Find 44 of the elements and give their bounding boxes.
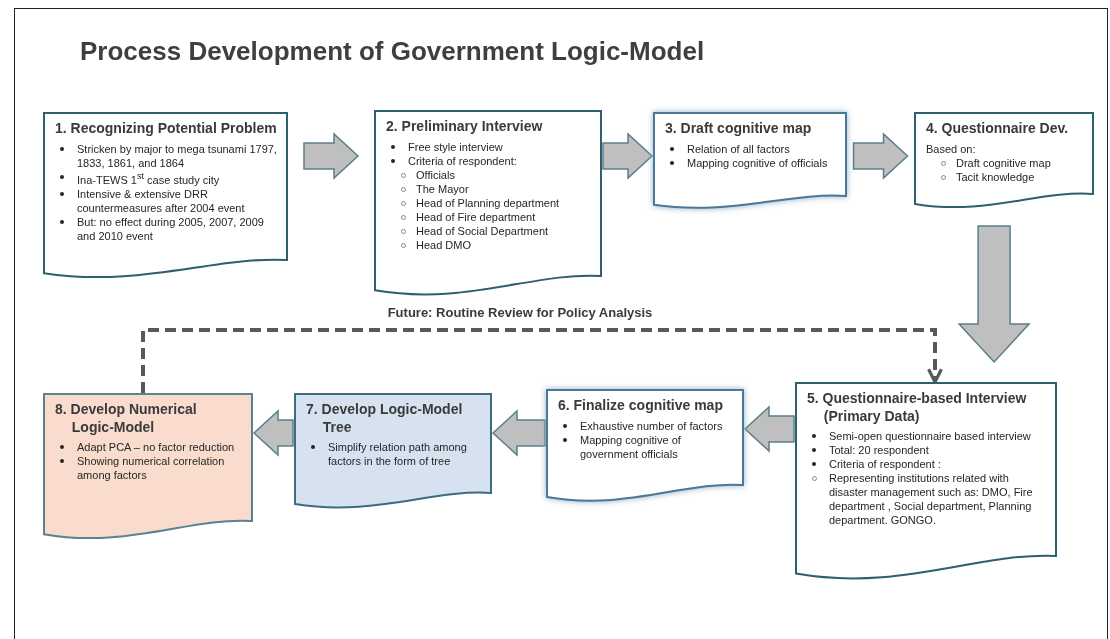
bullet-item: Head of Fire department (386, 209, 592, 224)
step-heading: 6. Finalize cognitive map (558, 397, 724, 415)
bullet-item: Total: 20 respondent (807, 443, 1047, 457)
block-arrow (743, 405, 795, 453)
step-heading: 1. Recognizing Potential Problem (55, 120, 278, 138)
step-heading: 3. Draft cognitive map (665, 120, 813, 138)
intro-text: Based on: (926, 141, 977, 156)
bullet-item: Head of Planning department (386, 195, 592, 210)
bullet-item: Intensive & extensive DRR countermeasures after 2004 event (55, 187, 278, 216)
bullet-item: Mapping cognitive of officials (665, 155, 837, 170)
block-arrow (957, 225, 1031, 364)
step-heading: 4. Questionnaire Dev. (926, 120, 1070, 138)
document-shape (653, 112, 847, 212)
bullet-item: Free style interview (386, 139, 592, 154)
bullet-item: But: no effect during 2005, 2007, 2009 and 2010 event (55, 215, 278, 244)
bullet-item: Stricken by major to mega tsunami 1797, 1833, 1861, and 1864 (55, 141, 278, 170)
bullet-item: Mapping cognitive of government officials (558, 432, 734, 461)
bullet-item: Draft cognitive map (926, 155, 1084, 170)
bullet-item: Criteria of respondent : (807, 457, 1047, 471)
step-heading: 5. Questionnaire-based Interview (Primary Data) (807, 390, 1028, 425)
bullet-item: Relation of all factors (665, 141, 837, 156)
dashed-arrow (141, 328, 943, 393)
bullet-item: Officials (386, 167, 592, 182)
block-arrow (491, 409, 546, 457)
block-arrow (252, 409, 294, 457)
step-heading: 2. Preliminary Interview (386, 118, 544, 136)
bullet-item: Head DMO (386, 237, 592, 252)
block-arrow (303, 132, 360, 180)
bullet-item: Showing numerical correlation among factors (55, 454, 243, 482)
bullet-item: Representing institutions related with disaster management such as: DMO, Fire department , Social department, Planning department. GONGO. (807, 471, 1047, 527)
block-arrow (602, 132, 654, 180)
step-heading: 7. Develop Logic-Model Tree (306, 401, 464, 436)
bullet-item: Criteria of respondent: (386, 153, 592, 168)
bullet-item: The Mayor (386, 181, 592, 196)
diagram-title: Process Development of Government Logic-Model (80, 36, 705, 67)
step-heading: 8. Develop Numerical Logic-Model (55, 401, 198, 436)
block-arrow (852, 132, 909, 180)
bullet-item: Head of Social Department (386, 223, 592, 238)
bullet-item: Adapt PCA – no factor reduction (55, 440, 243, 454)
bullet-item: Semi-open questionnaire based interview (807, 429, 1047, 443)
bullet-item: Simplify relation path among factors in the form of tree (306, 440, 482, 468)
bullet-item: Tacit knowledge (926, 169, 1084, 184)
bullet-item: Ina-TEWS 1$^{st}$ case study city (55, 169, 278, 188)
bullet-item: Exhaustive number of factors (558, 418, 734, 433)
